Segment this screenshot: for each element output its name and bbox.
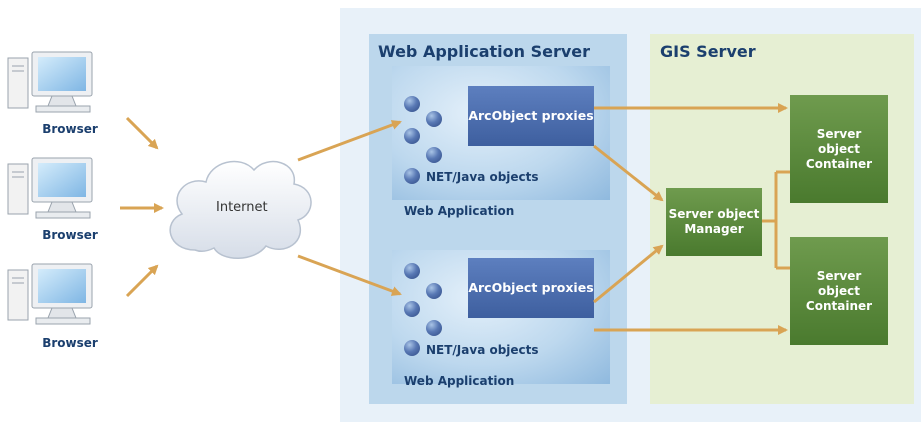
server-object-manager-box: Server object Manager bbox=[666, 188, 762, 256]
arrow bbox=[297, 254, 402, 296]
web-application-label: Web Application bbox=[404, 204, 515, 218]
browser-label: Browser bbox=[42, 336, 98, 350]
object-dot bbox=[426, 111, 442, 127]
arrow bbox=[297, 120, 402, 162]
arrow bbox=[125, 116, 159, 150]
server-object-manager-label: Server object Manager bbox=[668, 207, 760, 236]
arcobject-proxies-label: ArcObject proxies bbox=[468, 108, 594, 123]
server-object-container-box: Server object Container bbox=[790, 237, 888, 345]
object-dot bbox=[404, 96, 420, 112]
internet-label: Internet bbox=[216, 200, 268, 215]
server-object-container-label: Server object Container bbox=[805, 268, 873, 313]
net-java-objects-label: NET/Java objects bbox=[426, 170, 539, 184]
arcobject-proxies-box: ArcObject proxies bbox=[468, 258, 594, 318]
arrow bbox=[593, 144, 664, 202]
internet-cloud-icon bbox=[169, 160, 312, 259]
arrow bbox=[125, 264, 159, 298]
arcobject-proxies-box: ArcObject proxies bbox=[468, 86, 594, 146]
web-application-server-title: Web Application Server bbox=[378, 42, 591, 61]
computer-icon bbox=[7, 51, 93, 113]
arcobject-proxies-label: ArcObject proxies bbox=[468, 280, 594, 295]
net-java-objects-label: NET/Java objects bbox=[426, 343, 539, 357]
browser-label: Browser bbox=[42, 122, 98, 136]
arrow bbox=[593, 244, 664, 304]
object-dot bbox=[426, 283, 442, 299]
computer-icon bbox=[7, 157, 93, 219]
server-object-container-box: Server object Container bbox=[790, 95, 888, 203]
browser-label: Browser bbox=[42, 228, 98, 242]
object-dot bbox=[404, 128, 420, 144]
gis-server-title: GIS Server bbox=[660, 42, 756, 61]
server-object-container-label: Server object Container bbox=[805, 126, 873, 171]
object-dot bbox=[426, 320, 442, 336]
object-dot bbox=[404, 168, 420, 184]
computer-icon bbox=[7, 263, 93, 325]
object-dot bbox=[404, 263, 420, 279]
object-dot bbox=[404, 340, 420, 356]
object-dot bbox=[426, 147, 442, 163]
object-dot bbox=[404, 301, 420, 317]
web-application-label: Web Application bbox=[404, 374, 515, 388]
